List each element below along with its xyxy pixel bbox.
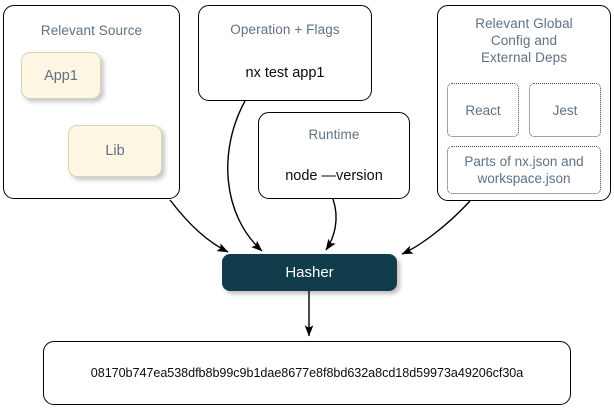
edge-source-to-hasher [169, 199, 229, 253]
edge-config-to-hasher [401, 200, 471, 255]
group-global-config-title-line2: Config and [490, 33, 558, 48]
group-operation-flags: Operation + Flags nx test app1 [198, 5, 372, 101]
group-runtime: Runtime node —version [258, 112, 410, 199]
hash-output-box: 08170b747ea538dfb8b99c9b1dae8677e8f8bd63… [43, 341, 571, 405]
group-runtime-title: Runtime [308, 127, 360, 142]
hasher-box[interactable]: Hasher [222, 254, 397, 291]
runtime-command: node —version [285, 168, 383, 184]
node-config-files[interactable]: Parts of nx.json and workspace.json [447, 146, 601, 194]
edge-runtime-to-hasher [325, 198, 337, 251]
node-lib[interactable]: Lib [68, 125, 162, 177]
group-global-config-title-line3: External Deps [480, 50, 568, 65]
operation-command: nx test app1 [245, 65, 325, 81]
group-operation-flags-title: Operation + Flags [230, 22, 340, 37]
node-app1-label: App1 [44, 67, 78, 84]
hasher-label: Hasher [285, 264, 334, 281]
node-react-label: React [465, 102, 501, 118]
edge-operation-to-hasher [227, 100, 263, 252]
node-config-files-label: Parts of nx.json and workspace.json [464, 154, 584, 186]
node-app1[interactable]: App1 [21, 52, 101, 99]
group-relevant-source-title: Relevant Source [40, 23, 143, 38]
node-react[interactable]: React [447, 83, 519, 137]
hash-output-value: 08170b747ea538dfb8b99c9b1dae8677e8f8bd63… [90, 366, 524, 380]
group-global-config-title-line1: Relevant Global [475, 16, 573, 31]
node-jest[interactable]: Jest [529, 83, 601, 137]
node-jest-label: Jest [552, 102, 578, 118]
node-lib-label: Lib [105, 143, 125, 159]
